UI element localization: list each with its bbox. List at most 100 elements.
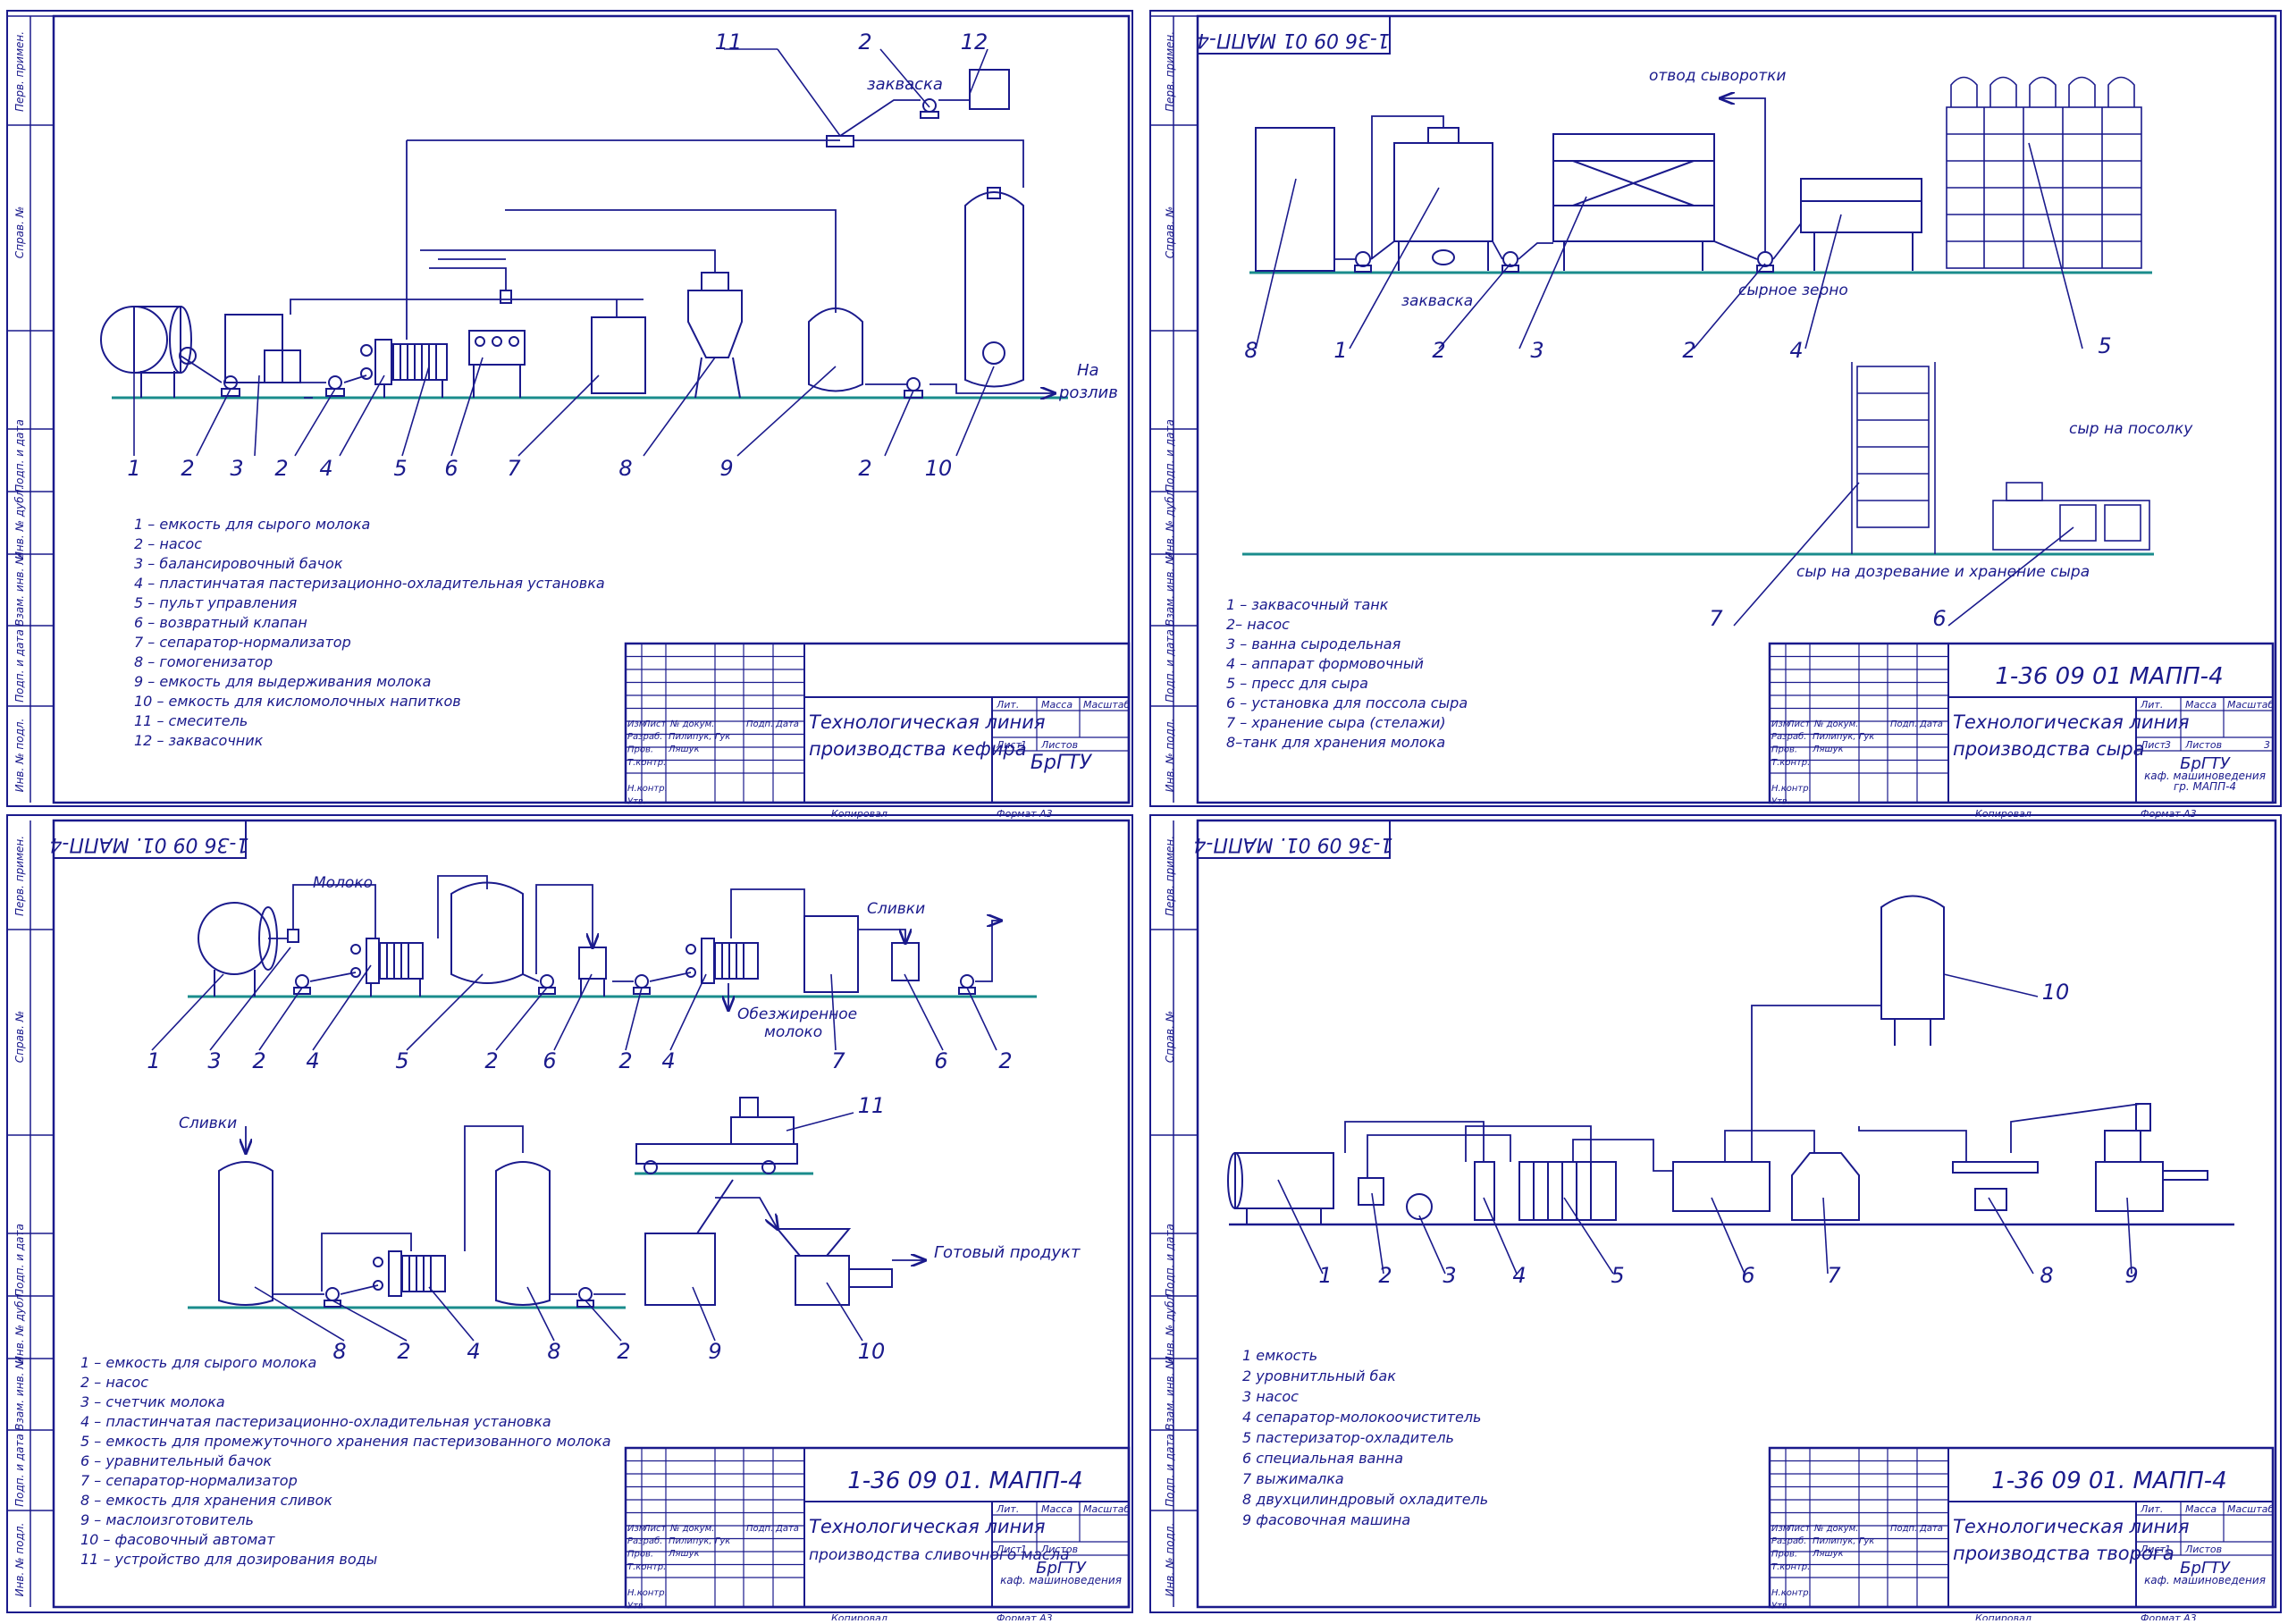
legend-entry: 7 – хранение сыра (стелажи) [1226,714,1446,731]
callout-number: 4 [1789,338,1803,363]
callout-number: 3 [1530,338,1544,363]
side-margin-label: Подп. и дата [1164,419,1176,492]
stamp-sheet-label: Лист [996,739,1022,751]
process-note: Сливки [179,1115,237,1132]
sheet-frames [6,10,2282,1613]
legend-entry: 3 – счетчик молока [80,1393,225,1410]
upside-stamp-code: 1-36 09 01 МАПП-4 [1197,29,1390,51]
stamp-header-cell: № докум. [1813,719,1858,729]
side-margin-label: Инв. № подл. [13,719,26,793]
stamp-row-label: Утв. [627,797,646,807]
cheese-shelving [1851,362,1936,554]
stamp-organization: каф. машиноведения [2144,770,2266,782]
stamp-sheets-label: Листов [1040,739,1078,751]
side-margin-label: Подп. и дата [13,1434,26,1507]
stamp-author-name: Пилипук, Гук [1813,1536,1874,1546]
holding-vessel [808,307,863,392]
pasteurized-milk-tank [450,881,524,984]
callout-number: 3 [207,1048,221,1073]
stamp-header-cell: Лист [643,1524,668,1534]
callout-number: 8 [332,1339,346,1364]
title-block-curd [1768,1446,2275,1609]
stamp-header-cell: Лист [1787,1524,1812,1534]
cheese-pump-1 [1354,251,1372,273]
callout-number: 2 [617,1339,630,1364]
cheese-vat [1552,133,1715,242]
stamp-header-cell: Дата [775,1524,799,1534]
pump-2 [325,375,345,397]
callout-number: 10 [2042,980,2070,1005]
callout-number: 8 [2040,1263,2053,1288]
legend-entry: 8–танк для хранения молока [1226,734,1445,751]
stamp-row-label: Пров. [1771,1550,1797,1560]
molding-apparatus [1800,178,1922,233]
stamp-author-name: Ляшук [668,745,700,754]
callout-number: 6 [444,456,458,481]
side-margin-label: Взам. инв. № [13,1358,26,1430]
stamp-row-label: Н.контр. [627,1588,668,1598]
callout-number: 1 [147,1048,160,1073]
kefir-diagram [100,69,1068,399]
callout-number: 6 [1932,606,1946,631]
callout-number: 12 [961,29,988,55]
stamp-format-label: Формат А3 [2141,1612,2197,1620]
side-margin-label: Инв. № подл. [1164,719,1176,793]
legend-entry: 6 специальная ванна [1242,1450,1403,1467]
callout-number: 9 [708,1339,721,1364]
stamp-row-label: Т.контр. [1771,758,1810,768]
legend-entry: 6 – установка для поссола сыра [1226,694,1468,711]
process-note: молоко [764,1023,822,1041]
stamp-row-label: Пров. [627,745,653,755]
side-margin-strips [7,15,1198,1607]
side-margin-label: Взам. инв. № [13,553,26,626]
callout-number: 11 [858,1093,886,1118]
pump-3 [904,377,923,399]
cheese-pump-2 [1502,251,1519,273]
stamp-header-cell: Дата [1919,719,1943,729]
stamp-row-label: Разраб. [1771,1536,1806,1546]
stamp-row-label: Разраб. [1771,731,1806,742]
stamp-sheets-label: Листов [2184,739,2222,751]
stamp-sheet-label: Лист [2140,1544,2166,1555]
stamp-organization: гр. МАПП-4 [2174,780,2236,793]
butter-separator [803,915,859,993]
callout-number: 1 [1333,338,1347,363]
stamp-lit-label: Лит. [996,1503,1019,1515]
side-margin-label: Подп. и дата [13,629,26,703]
stamp-header-cell: Лист [643,719,668,729]
process-note: сыр на дозревание и хранение сыра [1796,563,2090,581]
process-note: отвод сыворотки [1649,67,1786,85]
process-note: сырное зерно [1738,282,1848,299]
stamp-lit-label: Лит. [996,699,1019,711]
callout-number: 2 [1432,338,1445,363]
callout-number: 2 [858,29,871,55]
process-note: Готовый продукт [934,1243,1081,1262]
water-dosing-unit [635,1097,798,1174]
control-panel [468,330,526,366]
stamp-header-cell: Подп. [746,719,773,729]
callout-number: 3 [230,456,243,481]
stamp-organization: БрГТУ [2180,754,2231,773]
stamp-scale-label: Масштаб [1083,699,1130,711]
side-margin-label: Перв. примен. [1164,31,1176,112]
side-margin-label: Перв. примен. [1164,836,1176,916]
stamp-sheet-label: Лист [2140,739,2166,751]
callout-number: 10 [858,1339,886,1364]
callout-number: 3 [1443,1263,1456,1288]
legend-entry: 9 – емкость для выдерживания молока [134,673,431,690]
stamp-format-label: Формат А3 [997,808,1053,820]
legend-entry: 1 – заквасочный танк [1226,596,1389,613]
callout-number: 7 [831,1048,845,1073]
callout-number: 4 [1512,1263,1526,1288]
title-block-code: 1-36 09 01. МАПП-4 [847,1468,1082,1494]
callout-number: 10 [925,456,953,481]
callout-number: 4 [661,1048,675,1073]
stamp-sheet-number: 1 [2165,1544,2171,1555]
upside-stamp-code: 1-36 09 01. МАПП-4 [1194,833,1393,855]
side-margin-label: Справ. № [13,206,26,258]
callout-number: 4 [306,1048,319,1073]
stamp-header-cell: Лист [1787,719,1812,729]
callout-number: 2 [1378,1263,1392,1288]
